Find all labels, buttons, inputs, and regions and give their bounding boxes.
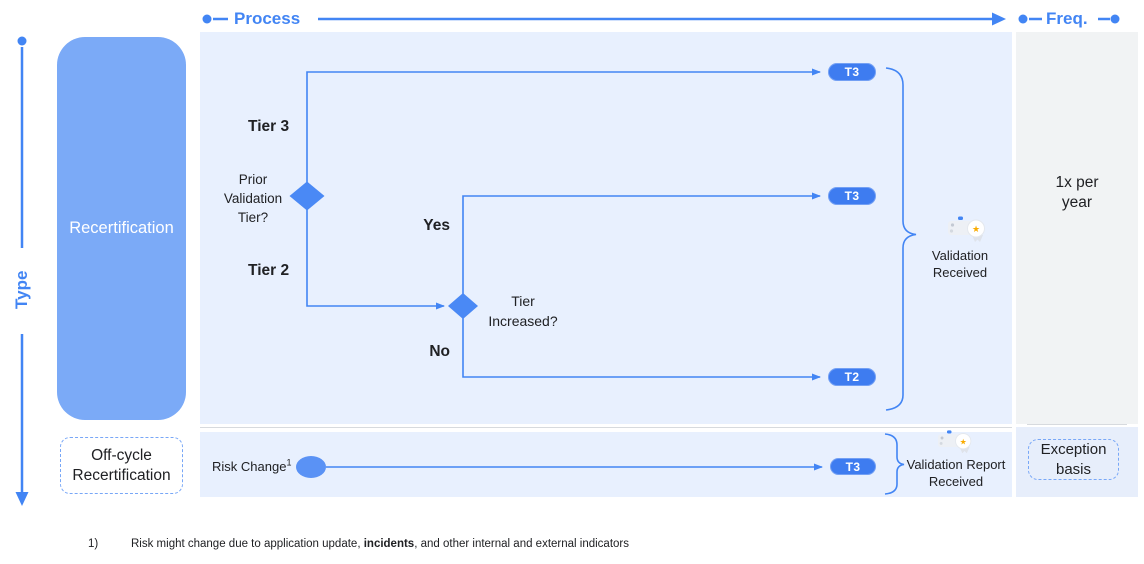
freq-axis-label: Freq. <box>1046 9 1088 28</box>
connector-tier2-to-decision <box>306 196 445 310</box>
freq-exception-box: Exception basis <box>1028 439 1119 480</box>
freq-axis-end-dot <box>1110 14 1120 24</box>
process-panel <box>200 32 1012 424</box>
certificate-icon: ★ <box>938 430 972 454</box>
risk-change-footnote-ref: 1 <box>286 457 292 468</box>
recertification-row-box: Recertification <box>57 37 186 420</box>
validation-report-received-label: Validation Report Received <box>906 457 1006 489</box>
offcycle-panel <box>200 432 1012 497</box>
risk-change-label: Risk Change1 <box>212 457 292 474</box>
freq-annual-label: 1x per year <box>1055 174 1099 211</box>
type-axis-label: Type <box>12 270 31 310</box>
prior-validation-tier-question: Prior Validation Tier? <box>223 172 283 225</box>
footnote-marker: 1) <box>88 538 99 550</box>
risk-change-text: Risk Change <box>212 459 287 474</box>
decision-diamond-prior-tier <box>289 181 325 211</box>
offcycle-recertification-row-box: Off-cycle Recertification <box>60 437 183 494</box>
svg-text:★: ★ <box>972 224 980 234</box>
svg-text:★: ★ <box>960 437 967 446</box>
yes-branch-label: Yes <box>423 217 450 234</box>
freq-column-divider <box>1027 424 1127 425</box>
connector-no-to-t2 <box>462 306 821 381</box>
tier-increased-question: Tier Increased? <box>488 293 558 329</box>
connector-yes-to-t3 <box>462 192 821 306</box>
tier2-branch-label: Tier 2 <box>248 262 290 279</box>
freq-column-annual-cell <box>1016 32 1138 424</box>
footnote-text-bold: incidents <box>363 538 415 550</box>
footnote-text-after: , and other internal and external indica… <box>414 538 630 550</box>
process-axis-label: Process <box>234 9 301 28</box>
tier-pill-t2-bottom: T2 <box>828 368 876 386</box>
type-axis-arrowhead <box>15 492 29 506</box>
tier-pill-t3-middle: T3 <box>828 187 876 205</box>
type-axis-start-dot <box>17 36 27 46</box>
freq-axis-start-dot <box>1018 14 1028 24</box>
validation-received-label: Validation Received <box>931 248 989 280</box>
footnote-text: Risk might change due to application upd… <box>131 538 629 550</box>
process-axis-arrowhead <box>992 12 1006 26</box>
tier3-branch-label: Tier 3 <box>248 118 290 135</box>
footnote-text-before: Risk might change due to application upd… <box>131 538 364 550</box>
brace-validation-report <box>884 433 905 495</box>
recertification-row-label: Recertification <box>69 219 174 237</box>
no-branch-label: No <box>429 343 450 360</box>
process-axis-start-dot <box>202 14 212 24</box>
tier-pill-t3-top: T3 <box>828 63 876 81</box>
brace-validation-received <box>885 67 917 411</box>
risk-change-event-ellipse <box>296 456 326 478</box>
decision-diamond-tier-increased <box>448 293 478 319</box>
certificate-icon: ★ <box>948 216 985 242</box>
tier-pill-t3-offcycle: T3 <box>830 458 876 475</box>
panel-divider <box>200 427 1012 428</box>
freq-column-exception-cell <box>1016 427 1138 497</box>
connector-tier3-to-t3 <box>306 68 821 196</box>
